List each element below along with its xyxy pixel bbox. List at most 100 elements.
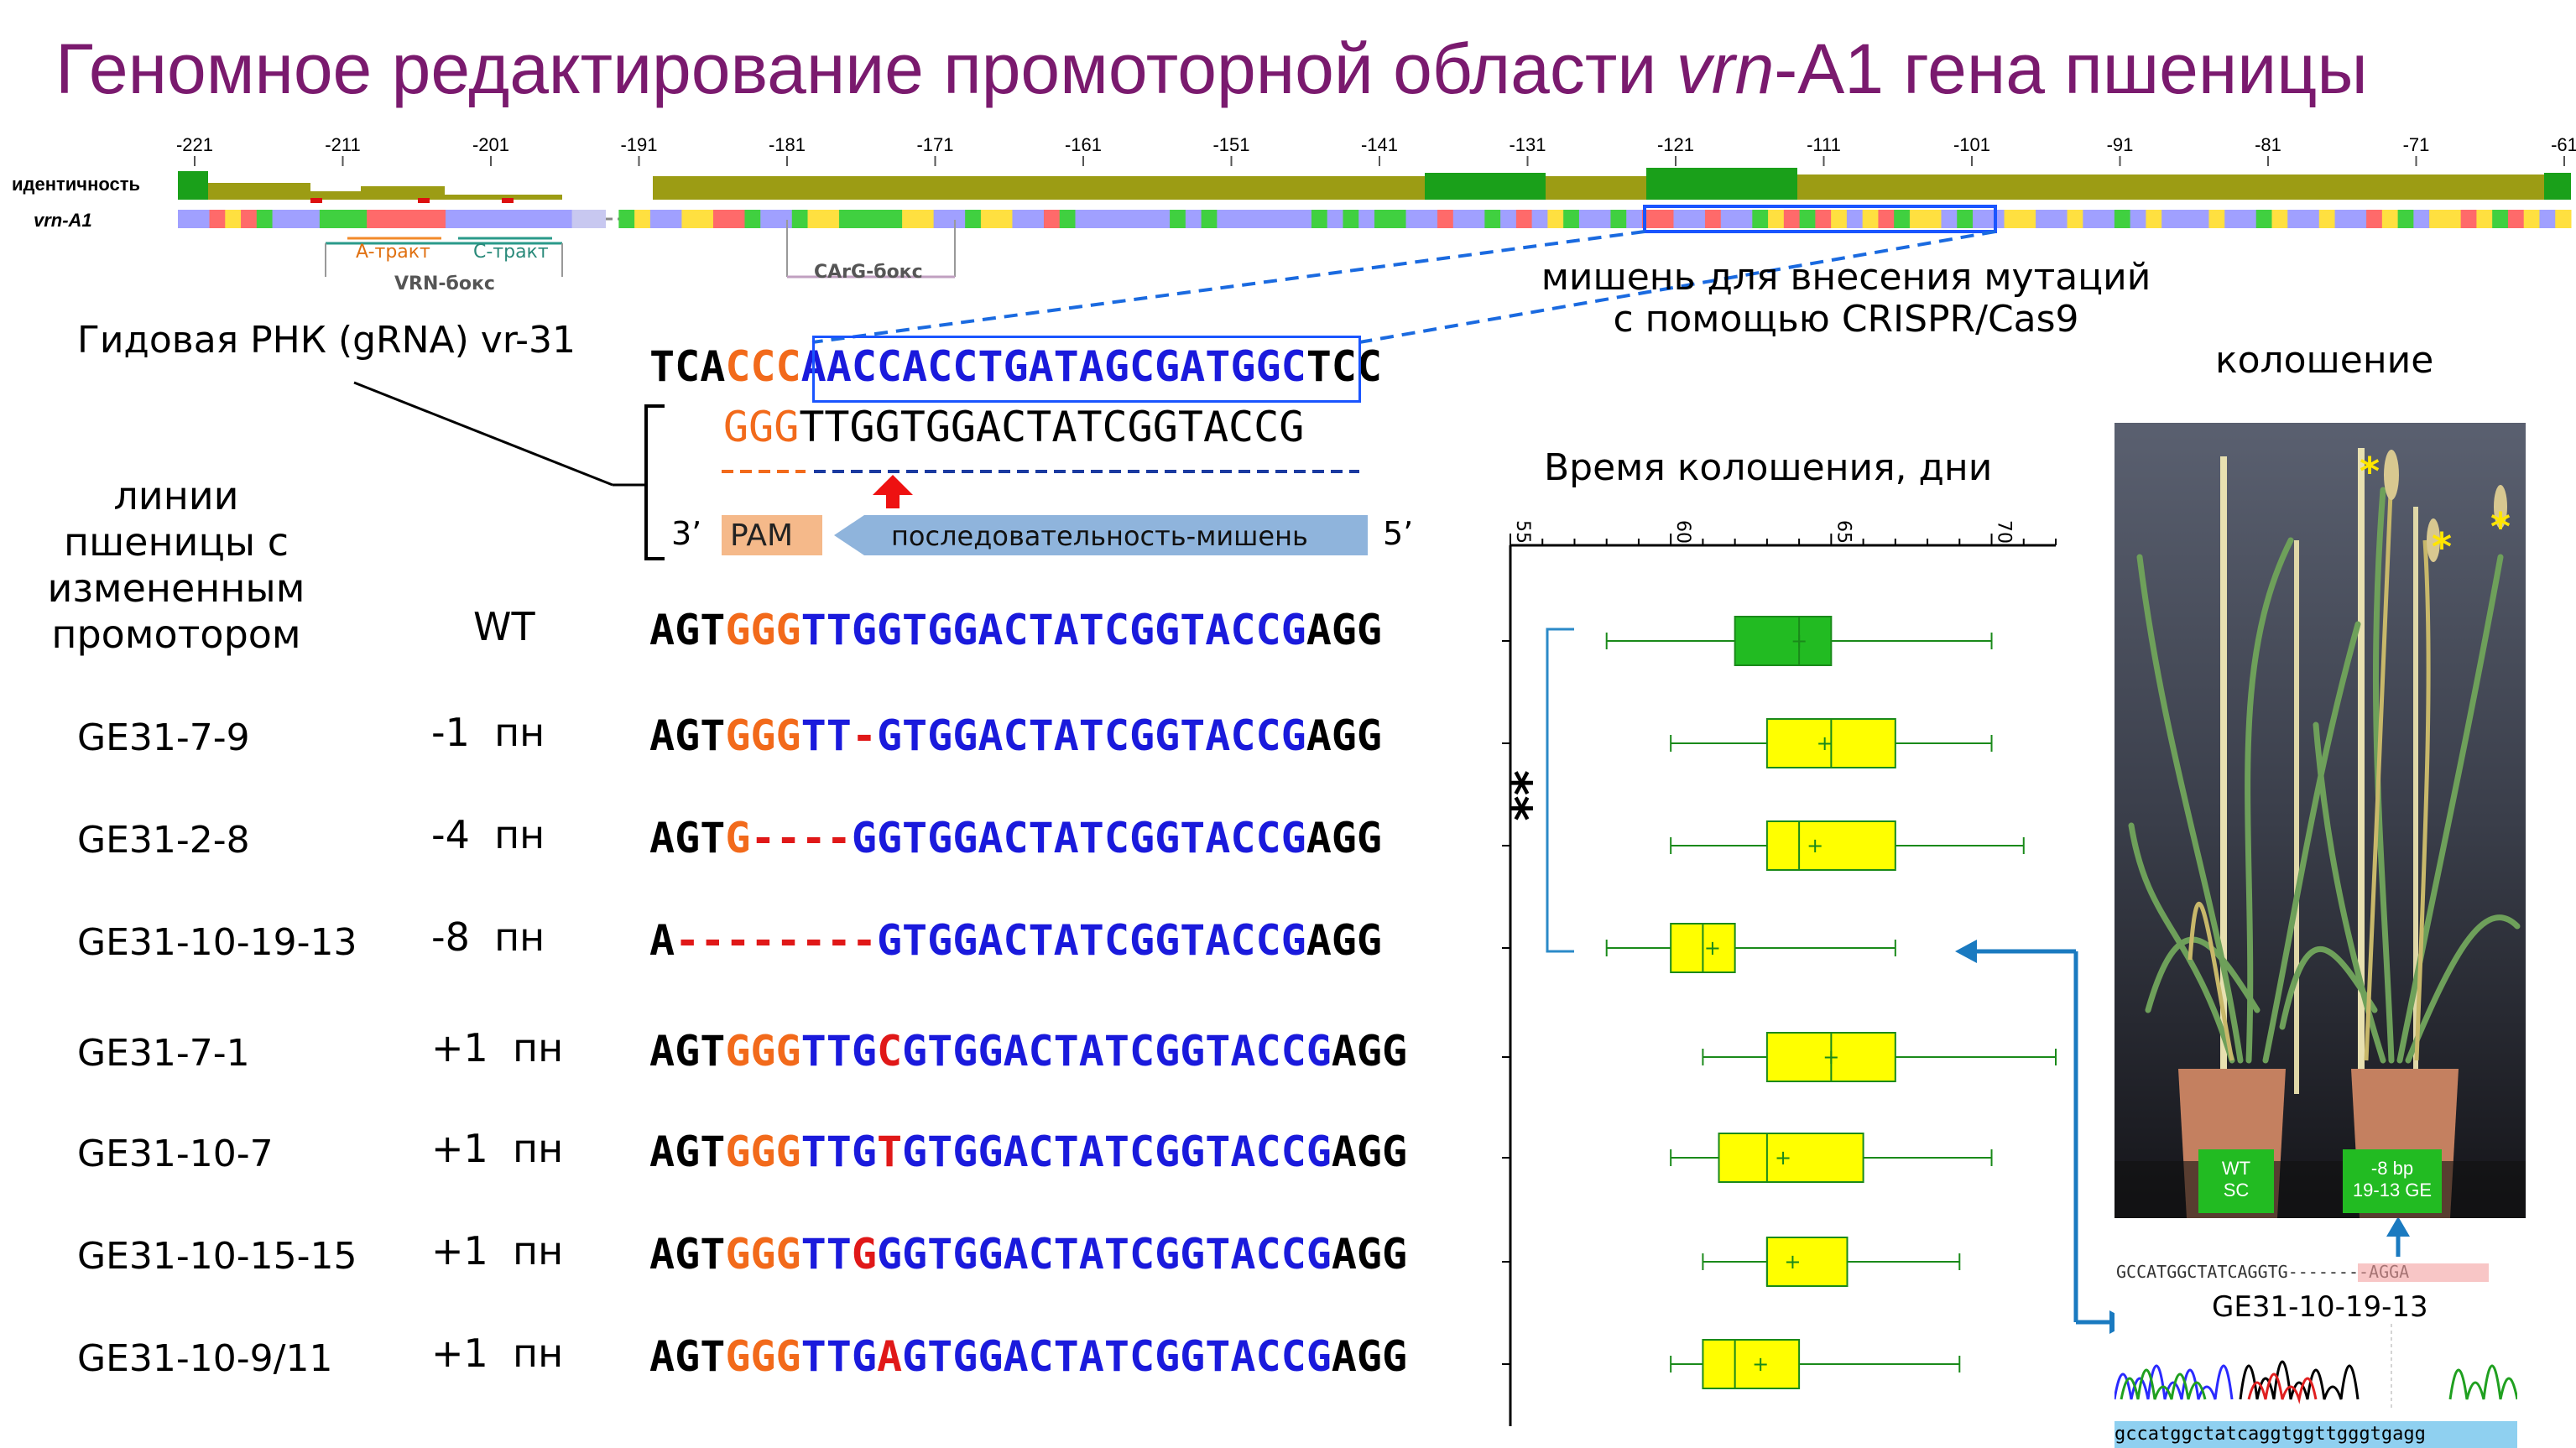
nucleotide-cell (1201, 210, 1218, 228)
edited-sequence: AGTGGGTTGGGTGGACTATCGGTACCGAGG (649, 1230, 1408, 1279)
nucleotide-cell (1578, 210, 1596, 228)
nucleotide-cell (2161, 210, 2178, 228)
identity-bar (361, 186, 445, 200)
nucleotide-cell (949, 210, 966, 228)
tick-label: 55 (1512, 520, 1533, 544)
nucleotide-cell (917, 210, 935, 228)
line-name: GE31-10-19-13 (77, 921, 357, 964)
nucleotide-cell (193, 210, 211, 228)
nucleotide-cell (1122, 210, 1139, 228)
nucleotide-cell (980, 210, 998, 228)
box (1734, 616, 1833, 666)
grna-sequence: GGGTTGGTGGACTATCGGTACCG (723, 403, 1305, 451)
nucleotide-cell (256, 210, 274, 228)
nucleotide-cell (618, 210, 635, 228)
nucleotide-cell (1941, 210, 1958, 228)
position-tick-label: -131 (1509, 134, 1546, 155)
nucleotide-cell (2067, 210, 2083, 228)
nucleotide-cell (304, 210, 321, 228)
mean-marker: + (1791, 629, 1807, 653)
nucleotide-cell (1138, 210, 1155, 228)
nucleotide-cell (1957, 210, 1974, 228)
page-title: Геномное редактирование промоторной обла… (55, 29, 2368, 108)
nucleotide-cell (1547, 210, 1564, 228)
nucleotide-cell (2460, 210, 2477, 228)
nucleotide-cell (1594, 210, 1611, 228)
lines-label: линии пшеницы с измененным промотором (47, 473, 305, 657)
position-tick-label: -71 (2403, 134, 2430, 155)
nucleotide-cell (1421, 210, 1438, 228)
line-name: GE31-10-7 (77, 1133, 274, 1175)
nucleotide-cell (1705, 210, 1722, 228)
identity-bar (653, 176, 1425, 200)
nucleotide-cell (2099, 210, 2115, 228)
nucleotide-cell (351, 210, 368, 228)
star-mark: * (2360, 449, 2380, 494)
nucleotide-cell (1154, 210, 1171, 228)
nucleotide-cell (1311, 210, 1328, 228)
nucleotide-cell (1610, 210, 1627, 228)
edited-sequence: AGTG----GGTGGACTATCGGTACCGAGG (649, 814, 1383, 862)
position-tick-label: -121 (1657, 134, 1694, 155)
nucleotide-cell (2303, 210, 2320, 228)
nucleotide-cell (1012, 210, 1029, 228)
line-name: GE31-2-8 (77, 819, 250, 862)
edited-sequence: AGTGGGTT-GTGGACTATCGGTACCGAGG (649, 711, 1383, 760)
nucleotide-cell (2146, 210, 2162, 228)
wt-target-sequence: TCACCCAACCACCTGATAGCGATGGCTCC (649, 342, 1382, 391)
nucleotide-cell (2476, 210, 2493, 228)
nucleotide-cell (2318, 210, 2336, 228)
identity-bar (178, 171, 208, 200)
identity-bar (1646, 168, 1797, 200)
nucleotide-cell (760, 210, 777, 228)
nucleotide-cell (1091, 210, 1108, 228)
identity-bar (1797, 174, 2544, 200)
deletion-highlight (2358, 1263, 2489, 1282)
nucleotide-cell (2240, 210, 2257, 228)
mutation-size: +1 пн (431, 1025, 564, 1070)
target-arrow (834, 515, 1368, 555)
target-description: мишень для внесения мутаций с помощью CR… (1541, 256, 2151, 341)
nucleotide-cell (2523, 210, 2540, 228)
position-tick-label: -81 (2255, 134, 2281, 155)
nucleotide-cell (1405, 210, 1422, 228)
nucleotide-cell (1107, 210, 1124, 228)
nucleotide-cell (1846, 210, 1864, 228)
nucleotide-cell (209, 210, 226, 228)
mismatch-mark (418, 198, 430, 203)
mean-marker: + (1784, 1250, 1801, 1274)
nucleotide-cell (477, 210, 493, 228)
position-tick-label: -101 (1953, 134, 1990, 155)
mutation-size: +1 пн (431, 1228, 564, 1274)
position-tick-label: -181 (769, 134, 806, 155)
nucleotide-cell (744, 210, 761, 228)
nucleotide-cell (2350, 210, 2367, 228)
nucleotide-cell (1752, 210, 1769, 228)
nucleotide-cell (493, 210, 509, 228)
mutation-size: +1 пн (431, 1331, 564, 1376)
position-tick-label: -61 (2551, 134, 2576, 155)
nucleotide-cell (965, 210, 982, 228)
nucleotide-cell (1343, 210, 1359, 228)
nucleotide-cell (2177, 210, 2194, 228)
read-sequence: gccatggctatcaggtggttgggtgagg (2115, 1421, 2517, 1448)
nucleotide-cell (1973, 210, 1989, 228)
position-tick-label: -221 (176, 134, 213, 155)
nucleotide-cell (776, 210, 793, 228)
mean-marker: + (1807, 834, 1823, 857)
edited-sequence: AGTGGGTTGGTGGACTATCGGTACCGAGG (649, 606, 1382, 654)
nucleotide-cell (1500, 210, 1517, 228)
nucleotide-cell (1783, 210, 1801, 228)
box (1702, 1339, 1801, 1389)
nucleotide-cell (1233, 210, 1249, 228)
nucleotide-cell (2036, 210, 2052, 228)
nucleotide-cell (2555, 210, 2572, 228)
nucleotide-cell (2114, 210, 2131, 228)
nucleotide-cell (430, 210, 446, 228)
identity-bar (1425, 173, 1546, 200)
nucleotide-cell (1437, 210, 1454, 228)
nucleotide-cell (2224, 210, 2241, 228)
pam-label: PAM (730, 518, 794, 553)
edited-sequence: AGTGGGTTGAGTGGACTATCGGTACCGAGG (649, 1332, 1408, 1381)
